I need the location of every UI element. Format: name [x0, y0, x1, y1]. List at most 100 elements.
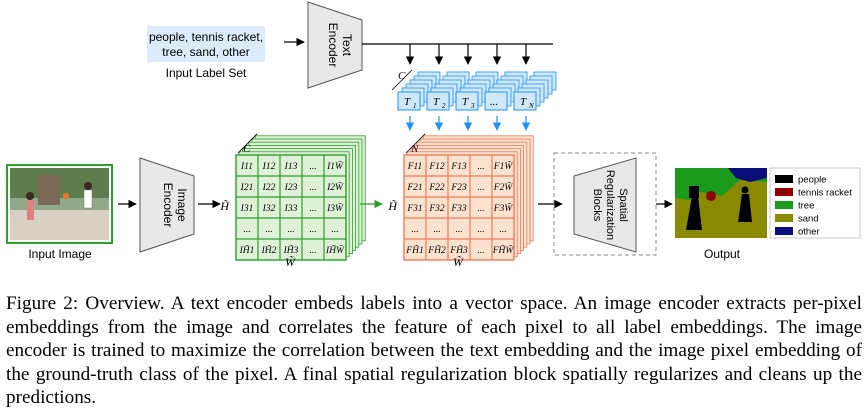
feature-grid-cell: F31 — [406, 204, 422, 214]
image-grid-cell: ... — [309, 225, 316, 235]
text-embedding-subscript: 1 — [413, 102, 417, 110]
image-grid-dim-label: C — [243, 143, 251, 155]
feature-grid-cell: F22 — [428, 183, 445, 193]
spatial-regularization-frame — [553, 152, 657, 256]
image-grid-cell: IH̃3 — [283, 243, 299, 256]
legend-swatch-sand — [775, 214, 793, 222]
image-grid-cell: ... — [309, 246, 316, 256]
feature-grid-cell: ... — [433, 225, 440, 235]
feature-grid-cell: F21 — [406, 183, 422, 193]
feature-grid-cell: ... — [477, 204, 484, 214]
text-embedding-subscript: 3 — [470, 102, 475, 110]
text-encoder-block — [307, 1, 363, 89]
feature-grid-cell: F1W̃ — [493, 159, 514, 172]
image-encoder-block — [139, 157, 195, 253]
input-label-box — [147, 26, 265, 62]
feature-grid-cell: F32 — [428, 204, 445, 214]
legend-swatch-other — [775, 227, 793, 235]
spatial-regularization-block — [573, 157, 637, 253]
text-embedding-label: T — [433, 96, 440, 108]
image-grid-cell: ... — [309, 162, 316, 172]
image-grid-cell: ... — [243, 225, 250, 235]
text-embedding-4: ... — [484, 71, 528, 111]
feature-grid: F11 F12 F13... F1W̃ F21 F22 F23... F2W̃ F31 F32 F3… — [403, 133, 534, 261]
feature-grid-cell: F13 — [450, 162, 467, 172]
text-embedding-subscript: 2 — [442, 102, 446, 110]
text-embedding-label: T — [462, 96, 469, 108]
feature-grid-cell: ... — [455, 225, 462, 235]
image-grid-cell: I33 — [284, 204, 298, 214]
image-grid-cell: I23 — [284, 183, 298, 193]
image-grid-cols-label: W̃ — [285, 255, 296, 269]
image-grid-cell: I22 — [262, 183, 276, 193]
feature-grid-cell: F23 — [450, 183, 467, 193]
feature-grid-cols-label: W̃ — [453, 255, 464, 269]
feature-grid-cell: ... — [477, 246, 484, 256]
image-grid-front — [235, 154, 347, 261]
input-image — [6, 164, 113, 244]
legend-swatch-tennis-racket — [775, 188, 793, 196]
image-grid-cell: ... — [309, 204, 316, 214]
output-caption: Output — [704, 247, 741, 261]
input-label-text-1: people, tennis racket, — [149, 30, 263, 44]
feature-grid-cell: FH̃2 — [427, 243, 446, 256]
legend-swatch-people — [775, 175, 793, 183]
image-grid-cell: I12 — [262, 162, 276, 172]
image-grid-cell: I13 — [284, 162, 298, 172]
text-encoder-label-2: Encoder — [326, 23, 340, 68]
image-grid-cell: I2W̃ — [326, 180, 344, 193]
input-label-set-caption: Input Label Set — [166, 66, 247, 80]
spatial-label-2: Regularization — [604, 170, 616, 240]
image-grid-cell: I32 — [262, 204, 276, 214]
feature-grid-cell: ... — [477, 162, 484, 172]
feature-grid-dim-marker — [405, 133, 426, 154]
legend-label-tennis-racket: tennis racket — [798, 188, 852, 199]
figure-caption: Figure 2: Overview. A text encoder embed… — [6, 293, 862, 408]
spatial-label-3: Blocks — [591, 189, 603, 222]
image-grid-cell: ... — [265, 225, 272, 235]
text-embedding-dim-marker — [391, 69, 413, 91]
output-segmentation — [675, 168, 767, 238]
text-embedding-dim-label: C — [398, 70, 406, 82]
image-grid-cell: ... — [309, 183, 316, 193]
image-grid-cell: ... — [287, 225, 294, 235]
text-embedding-subscript: N — [528, 102, 534, 110]
spatial-label-1: Spatial — [617, 188, 629, 222]
image-grid-cell: IH̃2 — [261, 243, 277, 256]
overview-figure: people, tennis racket, tree, sand, other… — [6, 1, 861, 269]
image-grid-cell: I1W̃ — [326, 159, 344, 172]
image-encoder-label-2: Encoder — [161, 183, 175, 228]
image-grid-cell: I31 — [240, 204, 254, 214]
feature-grid-cell: F2W̃ — [493, 180, 514, 193]
legend-label-tree: tree — [798, 201, 814, 212]
text-embedding-label: ... — [490, 96, 498, 108]
feature-grid-cell: F11 — [407, 162, 423, 172]
feature-grid-cell: F12 — [428, 162, 445, 172]
image-grid-dim-marker — [237, 133, 258, 154]
feature-grid-cell: ... — [477, 183, 484, 193]
input-image-caption: Input Image — [28, 247, 92, 261]
feature-grid-cell: F3W̃ — [493, 201, 514, 214]
image-grid-cell: IH̃1 — [239, 243, 255, 256]
legend-label-people: people — [798, 175, 827, 186]
text-embedding-label: T — [404, 96, 411, 108]
text-encoder-label-1: Text — [340, 34, 354, 57]
feature-grid-dim-label: N — [410, 143, 419, 155]
feature-grid-cell: FH̃3 — [449, 243, 468, 256]
image-grid-cell: ... — [331, 225, 338, 235]
input-label-text-2: tree, sand, other — [162, 45, 249, 59]
feature-grid-cell: FH̃W̃ — [492, 243, 515, 256]
image-grid-cell: I21 — [240, 183, 254, 193]
image-encoder-label-1: Image — [175, 188, 189, 222]
text-embedding-label: T — [520, 96, 527, 108]
feature-grid-cell: ... — [499, 225, 506, 235]
feature-grid-cell: FH̃1 — [405, 243, 423, 256]
feature-grid-cell: F33 — [450, 204, 467, 214]
feature-grid-front — [403, 154, 515, 261]
image-embedding-grid: I11 I12 I13... I1W̃ I21 I22 I23... I2W̃ I31 I32 I3… — [235, 133, 366, 261]
feature-grid-cell: ... — [477, 225, 484, 235]
image-grid-cell: I11 — [240, 162, 253, 172]
